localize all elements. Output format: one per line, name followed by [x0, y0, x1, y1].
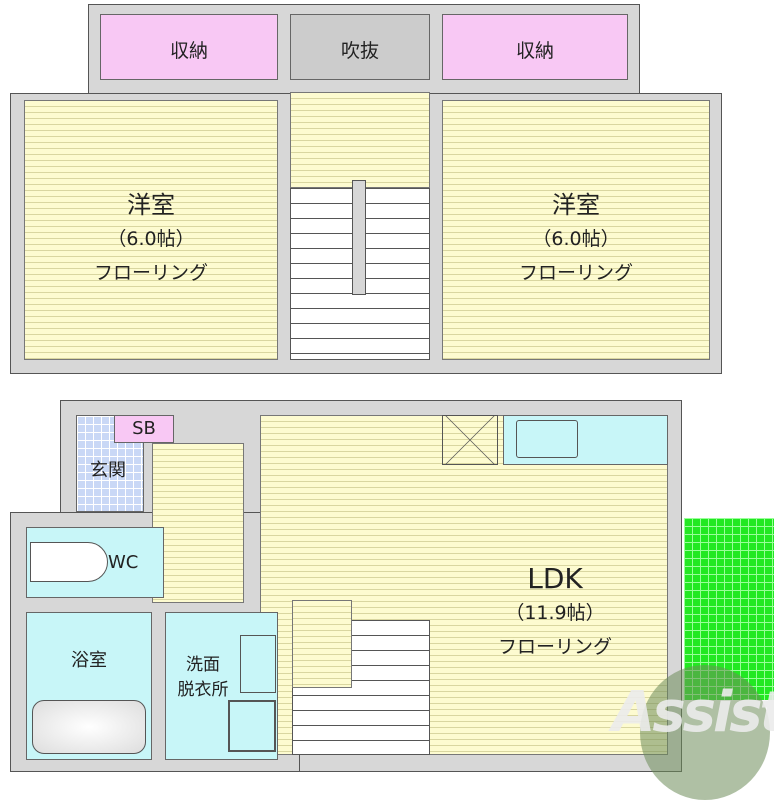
upper-hall — [290, 92, 430, 188]
room-left-floor: フローリング — [93, 262, 208, 284]
bathtub-icon — [32, 700, 146, 754]
closet-left — [100, 14, 278, 80]
assist-logo-text: Assist — [612, 680, 774, 745]
room-right-name: 洋室 — [552, 191, 600, 219]
entrance-label: 玄関 — [90, 460, 126, 481]
washroom-label-line1: 洗面 — [186, 655, 220, 675]
closet-right-label: 収納 — [515, 40, 554, 62]
stair-divider — [352, 180, 366, 295]
washroom-label-line2: 脱衣所 — [177, 680, 229, 700]
lower-hall — [152, 443, 244, 603]
room-left-name: 洋室 — [127, 191, 175, 219]
closet-left-label: 収納 — [169, 40, 208, 62]
ldk-floor: フローリング — [497, 636, 612, 658]
washbasin-icon — [240, 635, 276, 693]
shoe-box — [114, 415, 174, 443]
bathroom-label: 浴室 — [71, 650, 107, 671]
washroom-label: 洗面 脱衣所 — [165, 650, 241, 700]
room-right-floor: フローリング — [518, 262, 633, 284]
room-right-label: 洋室 （6.0帖） フローリング — [442, 188, 710, 290]
void-label: 吹抜 — [340, 40, 379, 62]
kitchen-counter — [503, 415, 668, 465]
washroom — [165, 612, 278, 760]
room-right-size: （6.0帖） — [532, 228, 620, 250]
void — [290, 14, 430, 80]
room-left-label: 洋室 （6.0帖） フローリング — [24, 188, 278, 290]
ldk-name: LDK — [527, 562, 583, 595]
toilet-icon — [30, 542, 108, 582]
shoe-box-label: SB — [132, 418, 156, 439]
assist-logo — [640, 665, 770, 800]
room-left-size: （6.0帖） — [107, 228, 195, 250]
room-western-right — [442, 100, 710, 360]
ldk-stair-cut — [292, 600, 352, 688]
room-western-left — [24, 100, 278, 360]
wc-label: WC — [108, 552, 139, 573]
washing-machine-icon — [228, 700, 276, 752]
fridge-space — [442, 415, 498, 465]
ldk-size: （11.9帖） — [505, 602, 605, 624]
sink-icon — [516, 420, 578, 458]
closet-right — [442, 14, 628, 80]
ldk-label: LDK （11.9帖） フローリング — [470, 562, 640, 664]
